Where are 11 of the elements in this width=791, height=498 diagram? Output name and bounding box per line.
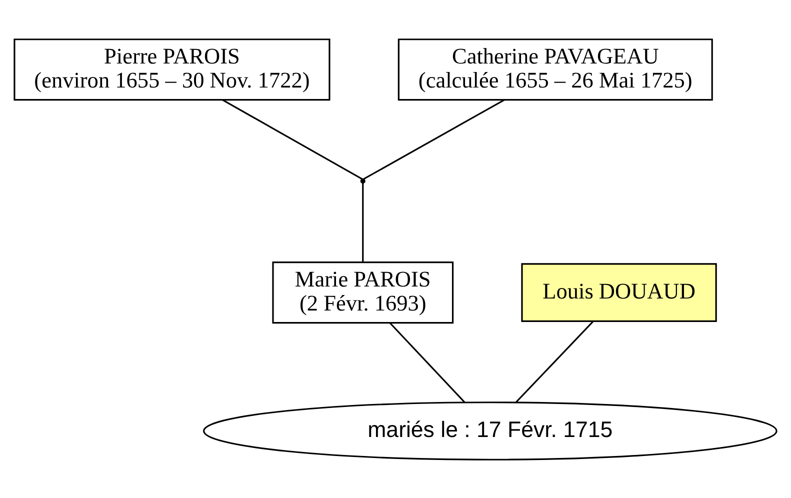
node-box: Pierre PAROIS (environ 1655 – 30 Nov. 1722) [14, 38, 330, 100]
connector [222, 98, 364, 180]
node-ellipse: mariés le : 17 Févr. 1715 [203, 401, 778, 460]
connector [362, 182, 364, 262]
node-point [360, 178, 366, 184]
connector [516, 320, 594, 402]
node-box: Louis DOUAUD [521, 262, 717, 322]
node-box: Marie PAROIS (2 Févr. 1693) [272, 261, 454, 324]
connector [389, 322, 466, 402]
connector [362, 98, 505, 180]
node-box: Catherine PAVAGEAU (calculée 1655 – 26 Mai 1725) [398, 38, 713, 100]
